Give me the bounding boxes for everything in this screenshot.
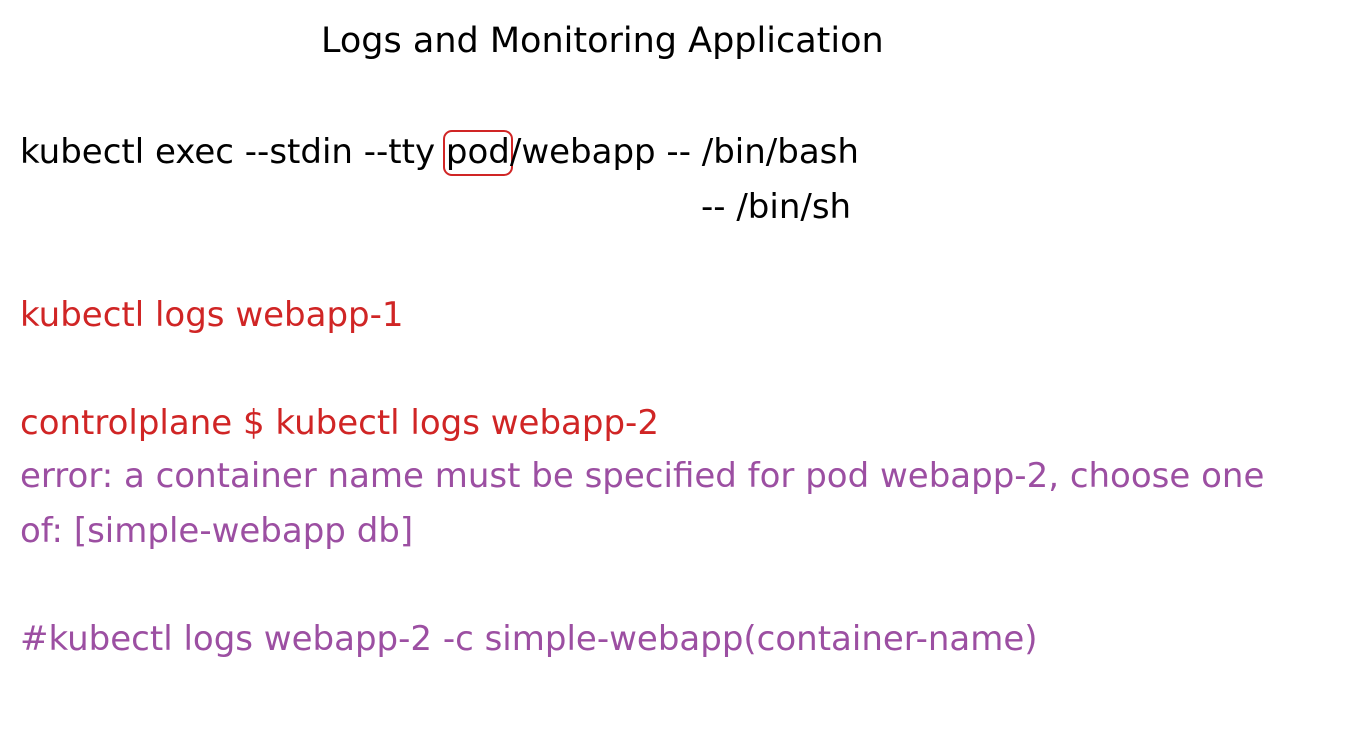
pod-highlight: pod [442, 130, 513, 176]
logs-command-with-container: #kubectl logs webapp-2 -c simple-webapp(… [20, 619, 1038, 659]
error-message-line-2: of: [simple-webapp db] [20, 511, 414, 551]
error-message-line-1: error: a container name must be specifie… [20, 456, 1265, 496]
logs-command-webapp-1: kubectl logs webapp-1 [20, 295, 404, 335]
page-title: Logs and Monitoring Application [321, 21, 884, 61]
exec-command-prefix: kubectl exec --stdin --tty [20, 132, 446, 172]
exec-command-line: kubectl exec --stdin --tty pod/webapp --… [20, 130, 859, 176]
exec-command-alt-shell: -- /bin/sh [701, 187, 852, 227]
exec-command-suffix: /webapp -- /bin/bash [509, 132, 859, 172]
logs-command-webapp-2: controlplane $ kubectl logs webapp-2 [20, 403, 659, 443]
pod-highlight-text: pod [445, 132, 510, 172]
